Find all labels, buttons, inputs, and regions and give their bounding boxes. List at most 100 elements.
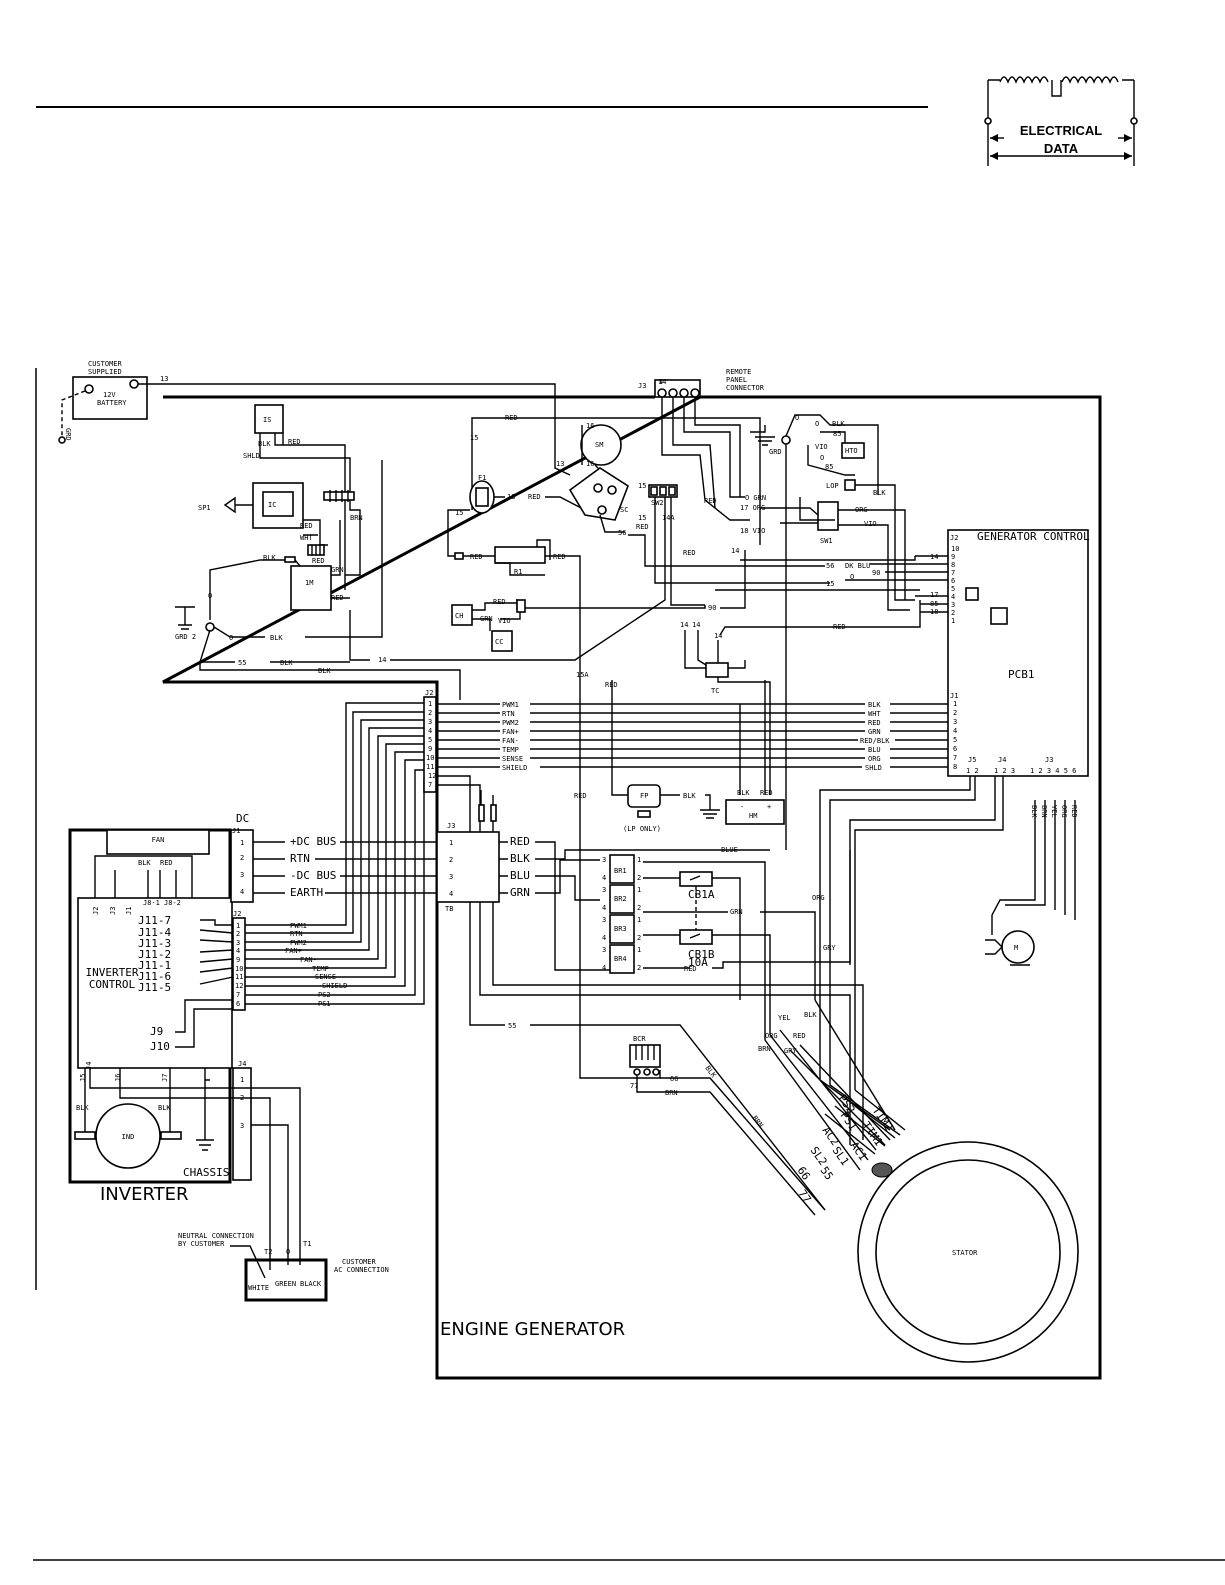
svg-text:CB1A: CB1A — [688, 888, 715, 901]
pcb-j1-pins: 1 2 3 4 5 6 7 8 — [953, 700, 957, 771]
svg-text:CB1B: CB1B — [688, 948, 715, 961]
svg-text:CC: CC — [495, 638, 503, 646]
svg-text:15: 15 — [470, 434, 478, 442]
svg-text:SM: SM — [595, 441, 603, 449]
svg-text:BLK: BLK — [258, 440, 271, 448]
svg-text:VIO: VIO — [498, 617, 511, 625]
svg-text:13: 13 — [556, 460, 564, 468]
svg-text:GRN: GRN — [331, 566, 344, 574]
svg-text:WHITE: WHITE — [248, 1284, 269, 1292]
svg-text:J9: J9 — [150, 1025, 163, 1038]
svg-text:RED: RED — [470, 553, 483, 561]
svg-text:J4: J4 — [238, 1060, 246, 1068]
svg-text:RED: RED — [636, 523, 649, 531]
svg-text:14: 14 — [378, 656, 386, 664]
svg-text:1: 1 — [428, 700, 432, 708]
svg-text:2: 2 — [637, 964, 641, 972]
svg-text:RED: RED — [868, 719, 881, 727]
sw1-switch — [817, 501, 839, 531]
svg-text:CH: CH — [455, 612, 463, 620]
svg-text:1: 1 — [449, 839, 453, 847]
svg-text:RED: RED — [493, 598, 506, 606]
svg-text:FAN-: FAN- — [502, 737, 519, 745]
pcb-j2-wirelabels: 14 17 85 18 — [930, 553, 938, 616]
svg-text:BLACK: BLACK — [300, 1280, 322, 1288]
svg-text:1: 1 — [953, 700, 957, 708]
svg-text:BLK: BLK — [737, 789, 750, 797]
svg-text:6: 6 — [953, 745, 957, 753]
svg-text:WHT: WHT — [300, 534, 313, 542]
svg-text:4: 4 — [236, 947, 240, 955]
svg-text:PWM1: PWM1 — [502, 701, 519, 709]
svg-text:90: 90 — [872, 569, 880, 577]
svg-text:BATTERY: BATTERY — [97, 399, 127, 407]
svg-text:GRD: GRD — [769, 448, 782, 456]
svg-text:-: - — [740, 803, 744, 811]
svg-text:PWM2: PWM2 — [502, 719, 519, 727]
is-component — [254, 404, 284, 434]
svg-text:RTN: RTN — [290, 930, 303, 938]
svg-text:BLK: BLK — [263, 554, 276, 562]
engine-j2-signals: PWM1 RTN PWM2 FAN+ FAN- TEMP SENSE SHIEL… — [502, 701, 527, 772]
svg-text:1: 1 — [637, 886, 641, 894]
svg-text:RED: RED — [553, 553, 566, 561]
svg-text:ORG: ORG — [1060, 805, 1068, 818]
svg-text:SENSE: SENSE — [502, 755, 523, 763]
svg-text:YEL: YEL — [1050, 805, 1058, 818]
svg-text:J1: J1 — [950, 692, 958, 700]
badge-line1: ELECTRICAL — [1020, 123, 1102, 138]
svg-text:9: 9 — [951, 553, 955, 561]
lop-switch — [844, 479, 856, 491]
svg-text:M: M — [1014, 944, 1018, 952]
svg-text:66: 66 — [670, 1075, 678, 1083]
engine-generator-title: ENGINE GENERATOR — [440, 1319, 625, 1340]
svg-text:GRN: GRN — [480, 615, 493, 623]
svg-text:1 2: 1 2 — [966, 767, 979, 775]
svg-text:BR4: BR4 — [614, 955, 627, 963]
engine-generator-box — [162, 395, 1102, 1380]
tc-switch — [705, 662, 729, 678]
svg-text:12V: 12V — [103, 391, 116, 399]
svg-text:5: 5 — [951, 585, 955, 593]
svg-text:J2: J2 — [425, 689, 433, 697]
pcb-j2-pins: 10 9 8 7 6 5 4 3 2 1 — [951, 545, 959, 625]
svg-text:J7: J7 — [161, 1074, 169, 1082]
svg-text:BLK: BLK — [1030, 805, 1038, 818]
svg-text:8: 8 — [951, 561, 955, 569]
svg-text:RED: RED — [160, 859, 173, 867]
svg-text:TEMP: TEMP — [502, 746, 519, 754]
svg-text:BLK: BLK — [868, 701, 881, 709]
ind-motor — [95, 1103, 161, 1169]
svg-text:RED: RED — [574, 792, 587, 800]
svg-text:77: 77 — [630, 1082, 638, 1090]
svg-text:7: 7 — [428, 781, 432, 789]
svg-text:4: 4 — [428, 727, 432, 735]
svg-text:IND: IND — [122, 1133, 135, 1141]
svg-text:GRD 2: GRD 2 — [175, 633, 196, 641]
svg-text:2: 2 — [236, 930, 240, 938]
svg-text:BLK: BLK — [76, 1104, 89, 1112]
svg-text:55: 55 — [508, 1022, 516, 1030]
svg-text:TEMP: TEMP — [312, 965, 329, 973]
svg-text:BR1: BR1 — [614, 867, 627, 875]
svg-text:ORG: ORG — [868, 755, 881, 763]
svg-text:14: 14 — [692, 621, 700, 629]
svg-text:PANEL: PANEL — [726, 376, 747, 384]
terminal-block — [436, 831, 500, 903]
svg-text:J11-5: J11-5 — [138, 981, 171, 994]
svg-text:14: 14 — [930, 553, 938, 561]
svg-text:J11-3: J11-3 — [138, 937, 171, 950]
svg-text:STATOR: STATOR — [952, 1249, 978, 1257]
svg-text:GRN: GRN — [510, 886, 530, 899]
svg-text:15: 15 — [826, 580, 834, 588]
svg-text:T1: T1 — [303, 1240, 311, 1248]
svg-text:YEL: YEL — [778, 1014, 791, 1022]
svg-text:SUPPLIED: SUPPLIED — [88, 368, 122, 376]
sm-motor — [580, 424, 622, 466]
svg-text:(LP ONLY): (LP ONLY) — [623, 825, 661, 833]
svg-text:1M: 1M — [305, 579, 313, 587]
svg-text:BLK: BLK — [318, 667, 331, 675]
svg-text:J11-7: J11-7 — [138, 914, 171, 927]
svg-text:GRY: GRY — [823, 944, 836, 952]
svg-text:3: 3 — [449, 873, 453, 881]
